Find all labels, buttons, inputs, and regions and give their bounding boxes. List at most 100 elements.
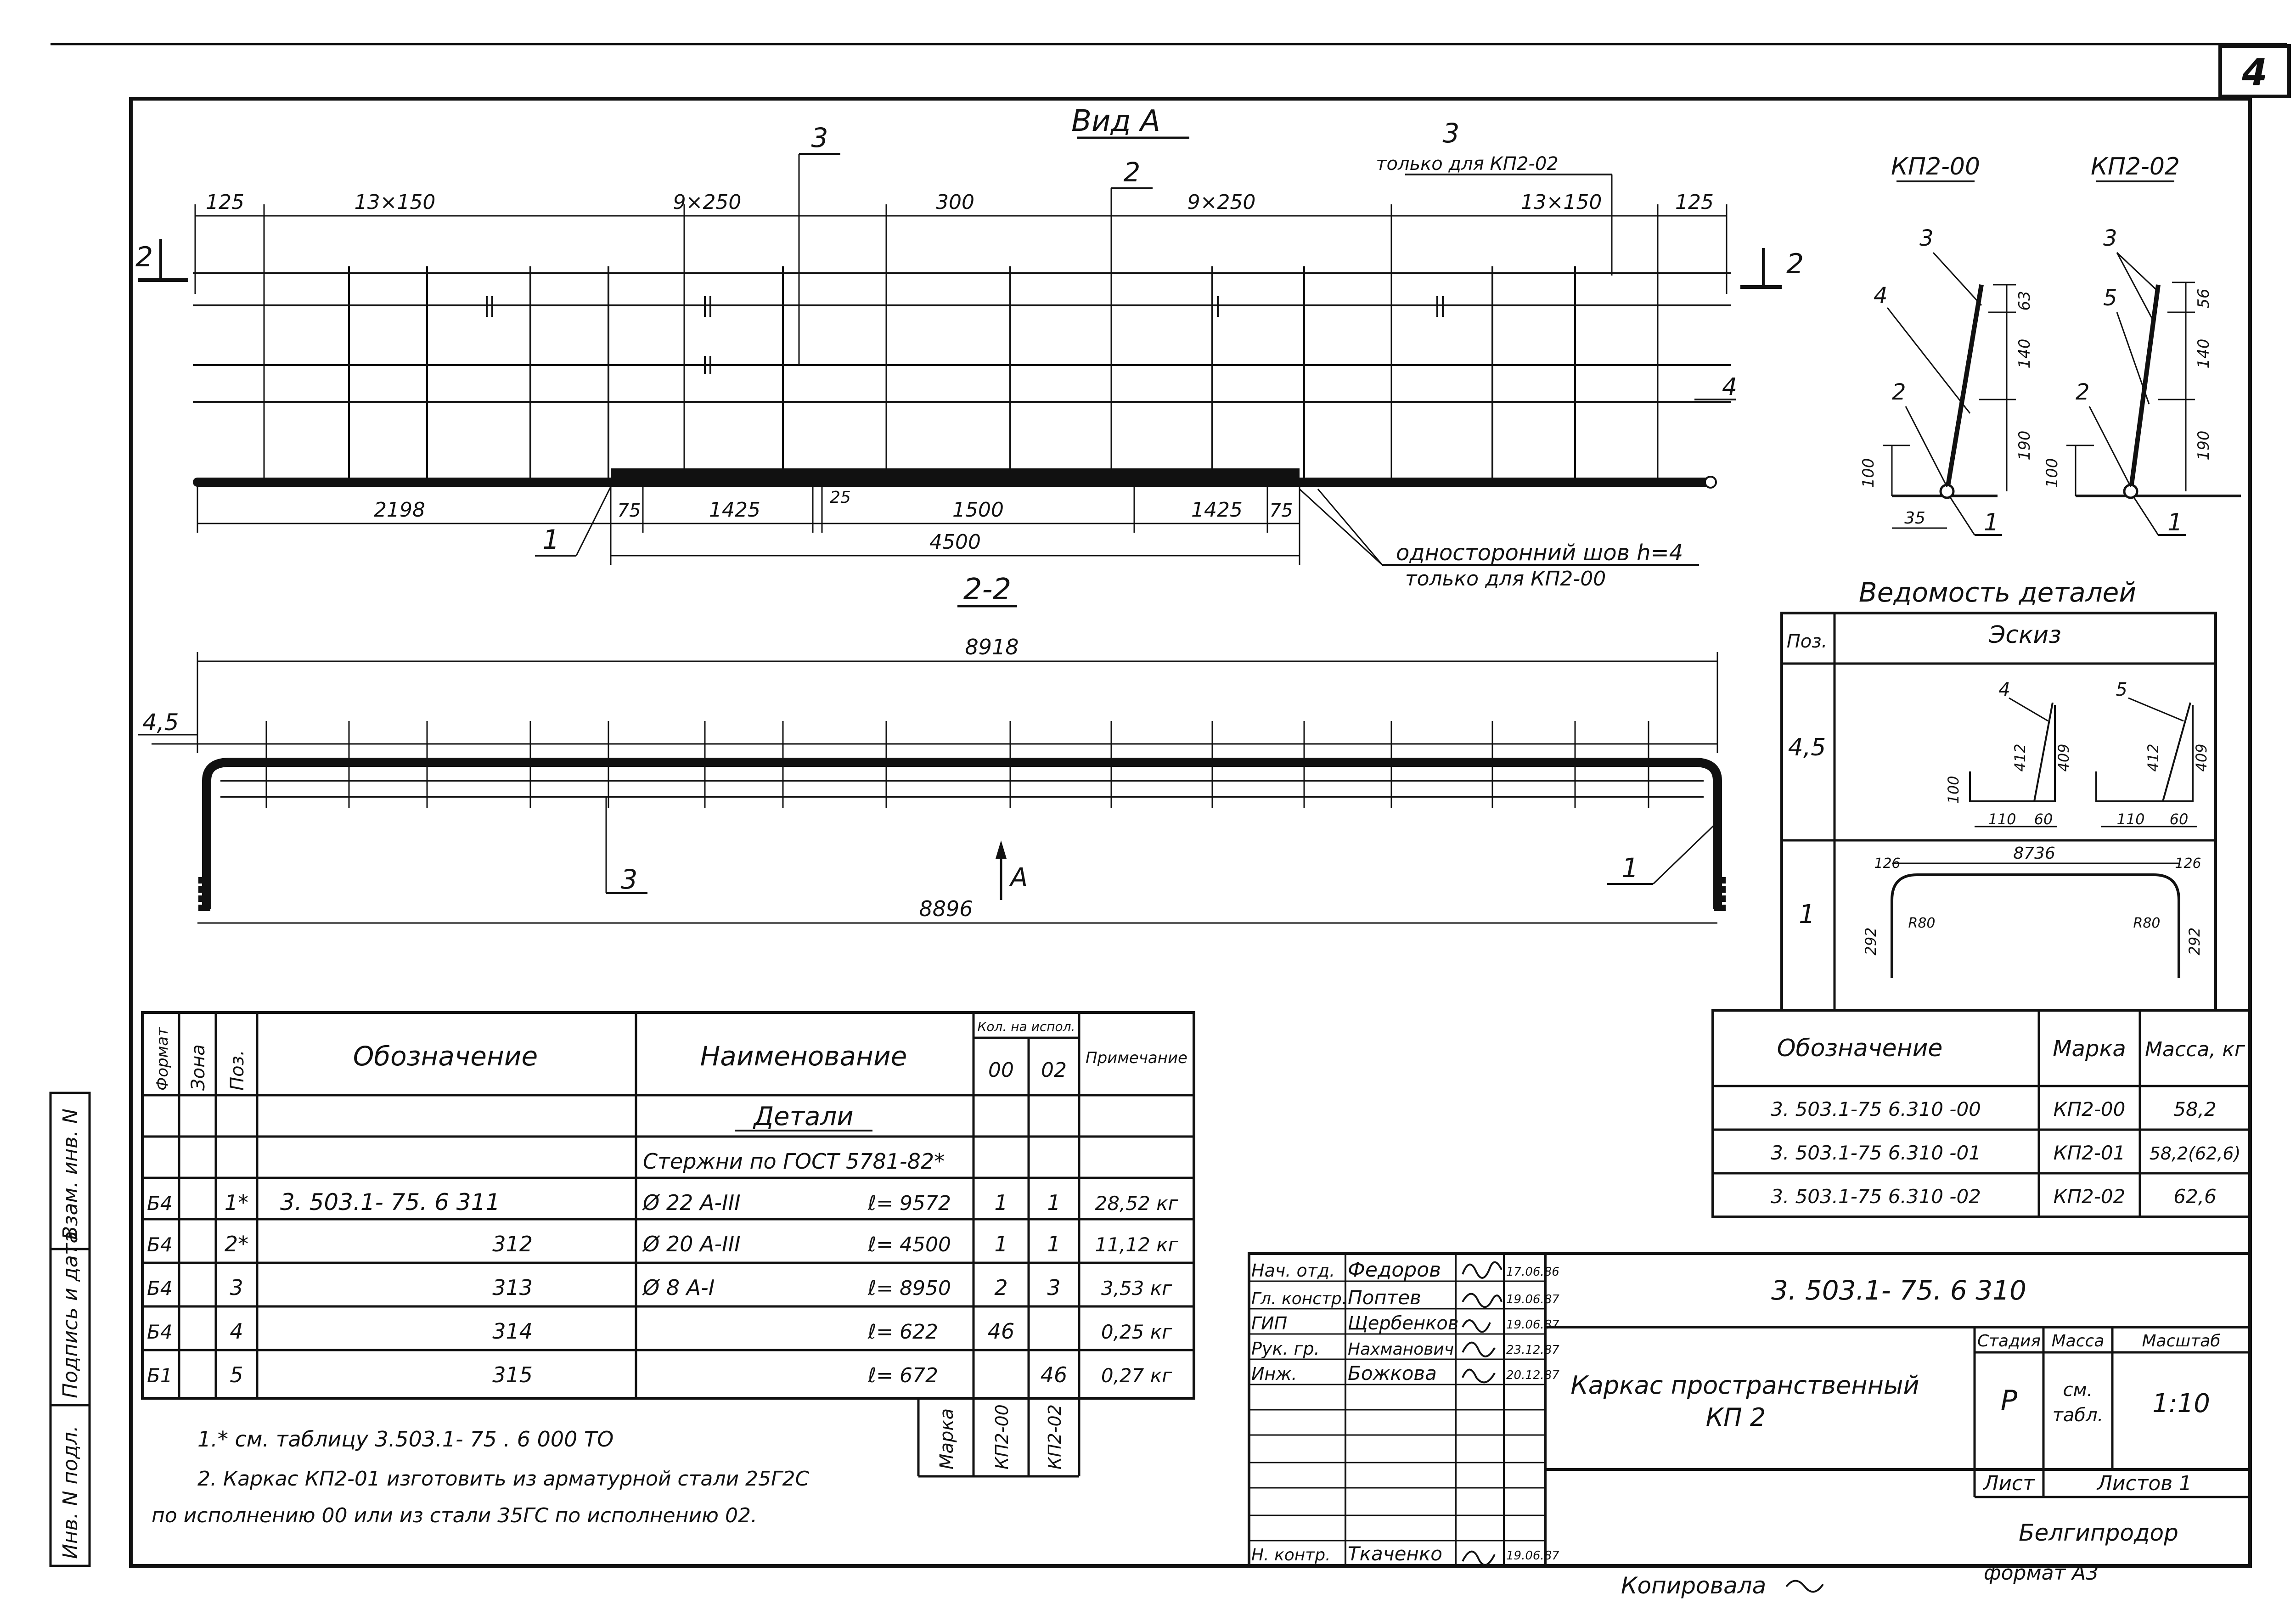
- spec-r0-pos: 1*: [225, 1190, 248, 1215]
- dim-bot-4: 1500: [952, 498, 1004, 522]
- kp202-dim-56: 56: [2195, 288, 2213, 308]
- dim-bot-5: 1425: [1191, 498, 1243, 522]
- spec-r1-name: Ø 20 А-III: [642, 1232, 741, 1256]
- details-h-pos: Поз.: [1787, 631, 1828, 652]
- section-2-2-title: 2-2: [963, 573, 1012, 607]
- callout-2: 2: [1124, 157, 1141, 188]
- marks-h-mark: Марка: [2053, 1036, 2126, 1062]
- spec-subtitle: Стержни по ГОСТ 5781-82*: [643, 1149, 945, 1174]
- tb-mass-1: см.: [2063, 1379, 2093, 1401]
- tb-date-4: 20.12.87: [1506, 1368, 1559, 1382]
- spec-r1-pos: 2*: [225, 1232, 248, 1256]
- spec-r0-note: 28,52 кг: [1095, 1192, 1178, 1215]
- spec-r1-q02: 1: [1047, 1232, 1060, 1256]
- spec-h-qty00: 00: [988, 1058, 1014, 1082]
- section-kp2-02: КП2-02 56 140 190 100 3 5 2 1: [2043, 153, 2241, 536]
- spec-footer-kp00: КП2-00: [992, 1404, 1012, 1469]
- marks-r0-mark: КП2-00: [2054, 1098, 2126, 1120]
- tb-name-3: Нахманович: [1348, 1340, 1454, 1359]
- callout-3-left: 3: [811, 122, 828, 153]
- spec-footer-kp02: КП2-02: [1045, 1404, 1065, 1469]
- marks-r1-designation: 3. 503.1-75 6.310 -01: [1771, 1142, 1981, 1164]
- kp200-dim-100: 100: [1859, 458, 1878, 488]
- spec-r4-note: 0,27 кг: [1101, 1364, 1172, 1387]
- title-block: Нач. отд. Гл. констр. ГИП Рук. гр. Инж. …: [1248, 1252, 2251, 1567]
- dim-top-0: 125: [206, 191, 244, 214]
- sketch4-409: 409: [2055, 743, 2072, 771]
- sketch4-pos: 4: [1998, 679, 2010, 700]
- copied-by: Копировала: [1621, 1572, 1766, 1599]
- sketch1-r80-right: R80: [2133, 915, 2160, 931]
- sheet-number-box: [2218, 44, 2291, 98]
- kp200-pos-4: 4: [1874, 283, 1888, 309]
- marks-r2-mark: КП2-02: [2054, 1185, 2126, 1208]
- spec-r4-length: ℓ= 672: [867, 1364, 938, 1387]
- note-1: 1.* см. таблицу 3.503.1- 75 . 6 000 ТО: [197, 1427, 613, 1452]
- section-mark-left: 2: [135, 241, 153, 273]
- spec-r0-designation: 3. 503.1- 75. 6 311: [280, 1189, 500, 1216]
- tb-object-name-1: Каркас пространственный: [1570, 1371, 1919, 1400]
- spec-r4-q02: 46: [1041, 1362, 1068, 1387]
- details-row2-pos: 1: [1799, 900, 1815, 929]
- spec-r3-designation: 314: [492, 1319, 533, 1344]
- dim-8896: 8896: [919, 896, 973, 921]
- tb-role-3: Рук. гр.: [1251, 1339, 1320, 1359]
- spec-table: Формат Зона Поз. Обозначение Наименовани…: [141, 1011, 1195, 1478]
- spec-r2-q02: 3: [1047, 1275, 1060, 1300]
- spec-h-qty: Кол. на испол.: [978, 1019, 1075, 1034]
- marks-r2-designation: 3. 503.1-75 6.310 -02: [1771, 1185, 1981, 1208]
- weld-note-1: односторонний шов h=4: [1396, 540, 1683, 566]
- dim-top-3: 300: [936, 191, 974, 214]
- marks-r2-mass: 62,6: [2173, 1185, 2217, 1208]
- tb-sheet-h: Лист: [1982, 1472, 2035, 1495]
- dim-top-5: 13×150: [1521, 191, 1602, 214]
- spec-r2-note: 3,53 кг: [1101, 1277, 1172, 1300]
- tb-date-3: 23.12.87: [1506, 1343, 1559, 1357]
- spec-r1-format: Б4: [147, 1233, 173, 1256]
- spec-r0-q02: 1: [1047, 1190, 1060, 1215]
- side-stamp: Взам. инв. N Подпись и дата Инв. N подл.: [49, 1092, 91, 1567]
- spec-footer-mark: Марка: [936, 1408, 957, 1469]
- kp200-pos-3: 3: [1919, 225, 1934, 251]
- tb-scale: 1:10: [2152, 1389, 2210, 1418]
- callout-1-view-a: 1: [543, 524, 560, 555]
- kp202-dim-100: 100: [2043, 458, 2061, 488]
- dim-4500: 4500: [929, 530, 981, 554]
- spec-r2-format: Б4: [147, 1277, 173, 1300]
- dim-top-2: 9×250: [673, 191, 742, 214]
- tb-control-name: Ткаченко: [1348, 1542, 1442, 1565]
- format-label: формат А3: [1984, 1561, 2099, 1585]
- spec-r0-name: Ø 22 А-III: [642, 1190, 741, 1215]
- kp202-pos-3: 3: [2103, 225, 2117, 251]
- spec-h-format: Формат: [153, 1027, 172, 1091]
- arrow-label-a: А: [1009, 863, 1028, 893]
- callout-1-section: 1: [1622, 852, 1639, 884]
- dim-bot-0: 2198: [374, 498, 425, 522]
- tb-role-0: Нач. отд.: [1251, 1261, 1335, 1281]
- kp200-pos-1: 1: [1984, 509, 1999, 536]
- spec-r3-note: 0,25 кг: [1101, 1321, 1172, 1343]
- spec-r1-note: 11,12 кг: [1095, 1233, 1178, 1256]
- sketch5-412: 412: [2144, 743, 2162, 771]
- dim-top-6: 125: [1675, 191, 1714, 214]
- tb-scale-h: Масштаб: [2142, 1332, 2220, 1351]
- note-only-kp202: только для КП2-02: [1376, 153, 1559, 174]
- sketch1-r80-left: R80: [1908, 915, 1935, 931]
- kp200-dim-35: 35: [1904, 509, 1925, 528]
- copied-signature: [1785, 1580, 1824, 1593]
- tb-code: 3. 503.1- 75. 6 310: [1771, 1275, 2026, 1306]
- dim-bot-6: 75: [1270, 500, 1293, 521]
- sketch1-126-right: 126: [2175, 855, 2201, 872]
- dim-top-4: 9×250: [1187, 191, 1256, 214]
- kp202-pos-5: 5: [2103, 285, 2117, 311]
- view-a: Вид А 125 13×150 9×250 300 9×250 13×150 …: [135, 104, 1804, 591]
- marks-r1-mass: 58,2(62,6): [2150, 1143, 2241, 1164]
- marks-r1-mark: КП2-01: [2054, 1142, 2126, 1164]
- spec-r0-q00: 1: [994, 1190, 1007, 1215]
- label-4-5: 4,5: [142, 709, 179, 736]
- details-table: Ведомость деталей Поз. Эскиз 4,5 1 4 412…: [1780, 577, 2217, 1012]
- marks-h-mass: Масса, кг: [2145, 1038, 2245, 1061]
- spec-r3-q00: 46: [988, 1319, 1015, 1344]
- marks-r0-mass: 58,2: [2173, 1098, 2217, 1120]
